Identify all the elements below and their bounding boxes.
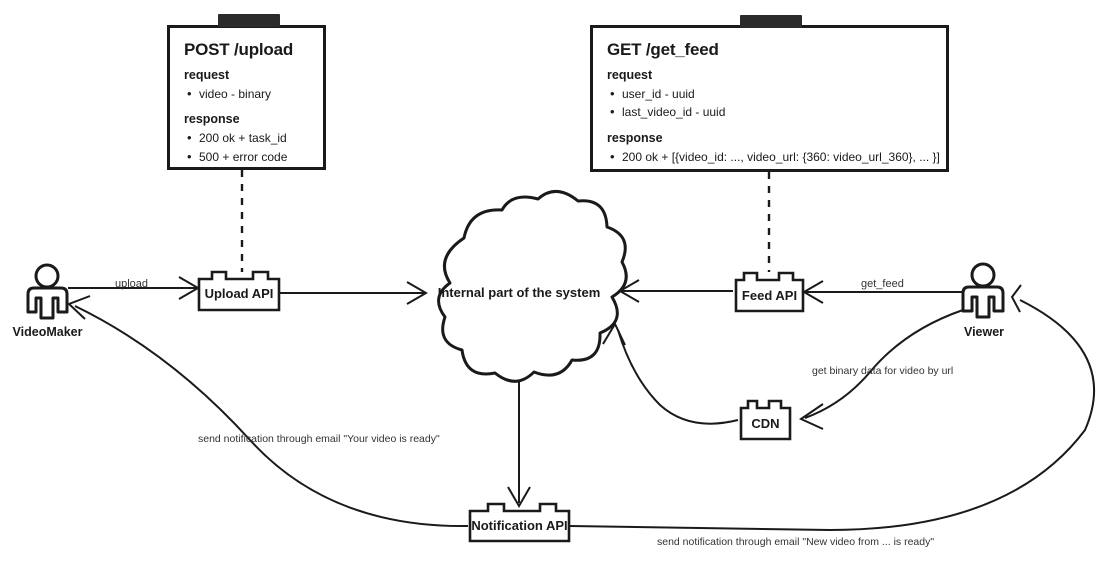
edge-cdn-cloud [617,329,739,425]
feed-api-shape[interactable] [734,271,805,313]
arrowhead-viewer-cdn [798,403,824,430]
videomaker-actor[interactable] [26,263,69,320]
edge-label-get-feed: get_feed [861,278,904,290]
note-request-label: request [607,67,653,82]
note-post-upload[interactable]: POST /upload request video - binary resp… [167,25,326,170]
arrowhead-cloud-notification [507,486,531,508]
edge-label-notify-viewer: send notification through email "New vid… [657,536,935,548]
edge-notification-videomaker [74,305,469,528]
arrowhead-notification-videomaker [67,295,91,320]
list-item: 200 ok + [{video_id: ..., video_url: {36… [607,147,940,167]
note-clip-icon-feed [740,15,802,28]
note-response-label: response [607,130,663,145]
list-item: 200 ok + task_id [184,128,309,148]
videomaker-label: VideoMaker [12,325,83,339]
note-response-list: 200 ok + [{video_id: ..., video_url: {36… [607,147,940,167]
note-request-list: video - binary [184,84,309,104]
note-request-list: user_id - uuid last_video_id - uuid [607,84,932,122]
edge-label-notify-maker: send notification through email "Your vi… [198,433,440,445]
note-request-label: request [184,67,230,82]
edge-label-cdn-fetch: get binary data for video by url [812,365,954,377]
list-item: video - binary [184,84,309,104]
note-response-list: 200 ok + task_id 500 + error code [184,128,309,167]
note-clip-icon-upload [218,14,280,27]
notification-api-shape[interactable] [468,502,571,543]
list-item: last_video_id - uuid [607,102,932,122]
list-item: 500 + error code [184,147,309,167]
edge-viewer-cdn [804,309,964,419]
cdn-shape[interactable] [739,399,792,441]
note-response-label: response [184,112,240,127]
edge-label-upload: upload [115,278,149,290]
edge-notification-viewer [569,299,1095,532]
note-title: GET /get_feed [607,40,719,59]
viewer-actor[interactable] [961,262,1005,319]
list-item: user_id - uuid [607,84,932,104]
note-title: POST /upload [184,40,294,59]
arrowhead-notification-viewer [1010,284,1022,313]
viewer-label: Viewer [963,325,1005,339]
arrowhead-upload-cloud [406,281,428,305]
note-get-feed[interactable]: GET /get_feed request user_id - uuid las… [590,25,949,172]
upload-api-shape[interactable] [197,270,281,312]
internal-system-cloud[interactable] [437,190,628,383]
